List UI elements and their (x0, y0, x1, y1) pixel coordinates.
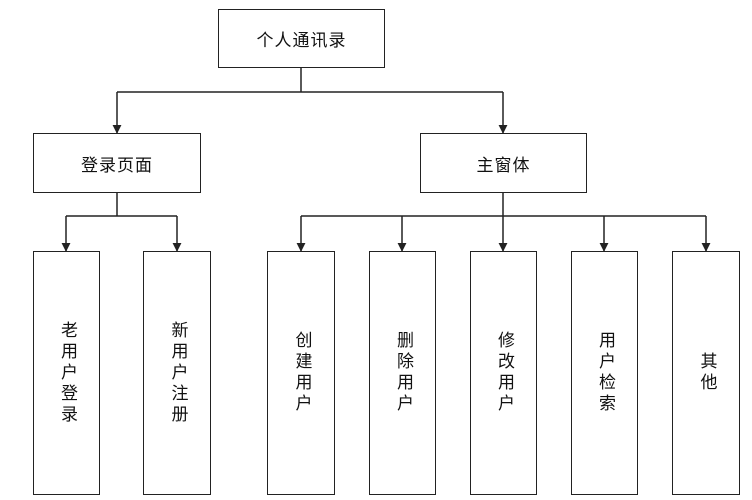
new-user-register-node: 新用户注册 (143, 251, 211, 495)
old-user-login-node: 老用户登录 (33, 251, 100, 495)
modify-user-node: 修改用户 (470, 251, 537, 495)
search-user-label: 用户检索 (595, 331, 615, 415)
modify-user-label: 修改用户 (494, 331, 514, 415)
search-user-node: 用户检索 (571, 251, 638, 495)
create-user-node: 创建用户 (267, 251, 335, 495)
delete-user-node: 删除用户 (369, 251, 436, 495)
delete-user-label: 删除用户 (393, 331, 413, 415)
old-user-login-label: 老用户登录 (57, 320, 77, 426)
other-node: 其他 (672, 251, 740, 495)
main-window-label: 主窗体 (476, 155, 531, 176)
main-window-node: 主窗体 (420, 133, 587, 193)
other-label: 其他 (696, 352, 717, 394)
login-page-node: 登录页面 (33, 133, 201, 193)
create-user-label: 创建用户 (291, 331, 312, 415)
root-node-label: 个人通讯录 (256, 31, 347, 51)
new-user-register-label: 新用户注册 (167, 320, 188, 426)
login-page-label: 登录页面 (81, 155, 153, 176)
root-node: 个人通讯录 (218, 9, 385, 68)
